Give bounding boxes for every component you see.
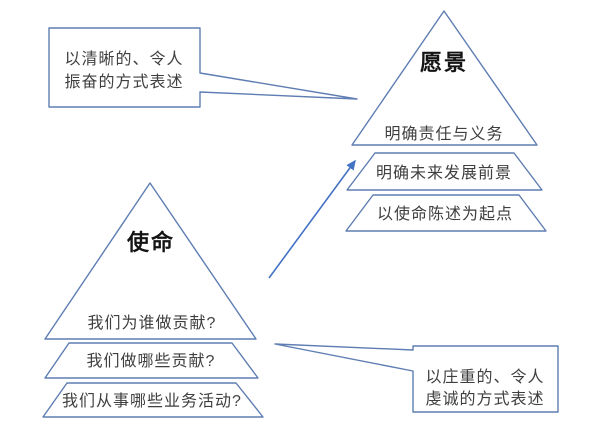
mission-to-vision-arrow <box>268 159 356 279</box>
callout-bottom-right-bubble <box>274 343 559 413</box>
vision-title: 愿景 <box>420 50 468 75</box>
callout-top-left-line2: 振奋的方式表述 <box>64 73 183 91</box>
vision-band-2 <box>346 152 543 191</box>
vision-layer-3: 以使命陈述为起点 <box>377 205 513 223</box>
mission-pyramid: 使命 我们为谁做贡献? 我们做哪些贡献? 我们从事哪些业务活动? <box>42 182 264 418</box>
vision-pyramid: 愿景 明确责任与义务 明确未来发展前景 以使命陈述为起点 <box>345 10 547 232</box>
callout-top-left-line1: 以清晰的、令人 <box>64 50 183 68</box>
vision-band-3 <box>345 194 547 232</box>
callout-bottom-right-line2: 虔诚的方式表述 <box>425 390 544 408</box>
vision-layer-1: 明确责任与义务 <box>384 125 503 143</box>
mission-band-2 <box>44 342 259 379</box>
mission-layer-1: 我们为谁做贡献? <box>88 314 217 332</box>
vision-layer-2: 明确未来发展前景 <box>376 164 512 182</box>
mission-title: 使命 <box>126 230 175 255</box>
vision-triangle <box>351 10 538 146</box>
mission-triangle <box>44 182 257 340</box>
mission-band-3 <box>42 382 264 418</box>
callout-bottom-right-line1: 以庄重的、令人 <box>425 368 544 386</box>
callout-top-left-bubble <box>48 27 358 108</box>
mission-layer-2: 我们做哪些贡献? <box>87 352 216 370</box>
mission-layer-3: 我们从事哪些业务活动? <box>62 392 242 410</box>
